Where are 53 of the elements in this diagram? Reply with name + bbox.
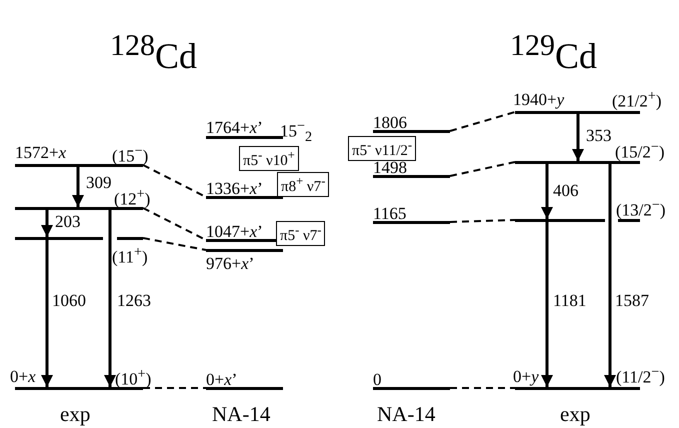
correspondence-line bbox=[143, 387, 206, 389]
transition-arrow bbox=[104, 210, 116, 387]
transition-energy: 1060 bbox=[52, 292, 86, 309]
column-label: exp bbox=[560, 404, 590, 425]
nucleus-heading: $^{128}$Cd bbox=[110, 28, 198, 74]
transition-arrow bbox=[41, 240, 53, 387]
level-energy: 0 bbox=[373, 371, 382, 388]
configuration-box: π8$^{+}$ ν7$^{-}$ bbox=[277, 172, 330, 197]
transition-arrow bbox=[572, 114, 584, 161]
level-energy: 1572+x bbox=[15, 144, 66, 161]
correspondence-line bbox=[450, 111, 516, 132]
configuration-box: π5$^{-}$ ν7$^{-}$ bbox=[276, 221, 326, 246]
column-label: NA-14 bbox=[212, 404, 270, 425]
transition-energy: 309 bbox=[86, 174, 112, 191]
level-energy: 1165 bbox=[373, 205, 406, 222]
nucleus-heading: $^{129}$Cd bbox=[510, 28, 598, 74]
level-energy: 1498 bbox=[373, 159, 407, 176]
correspondence-line bbox=[450, 161, 516, 177]
transition-arrow bbox=[541, 222, 553, 387]
transition-energy: 353 bbox=[586, 127, 612, 144]
transition-arrow bbox=[604, 164, 616, 387]
column-label: NA-14 bbox=[377, 404, 436, 425]
transition-energy: 1587 bbox=[615, 292, 649, 309]
transition-energy: 1181 bbox=[553, 292, 586, 309]
level-energy: 1806 bbox=[373, 114, 407, 131]
level-energy: 976+x’ bbox=[206, 255, 254, 272]
spin-parity-label: (13/2$^{−}$) bbox=[616, 197, 666, 219]
transition-energy: 406 bbox=[553, 182, 578, 199]
spin-parity-label: (11$^{+}$) bbox=[112, 244, 148, 266]
spin-parity-label: (11/2$^{−}$) bbox=[616, 364, 665, 386]
transition-energy: 1263 bbox=[117, 292, 151, 309]
level-energy: 1764+x’ bbox=[206, 119, 263, 136]
level-energy: 1047+x’ bbox=[206, 223, 263, 240]
correspondence-line bbox=[450, 219, 516, 223]
transition-arrow bbox=[41, 210, 53, 237]
spin-parity-label: (21/2$^{+}$) bbox=[612, 88, 662, 110]
column-label: exp bbox=[60, 404, 90, 425]
level-energy: 1940+y bbox=[513, 91, 564, 108]
configuration-box: π5$^{-}$ ν10$^{+}$ bbox=[239, 146, 299, 171]
level-energy: 0+y bbox=[513, 368, 539, 385]
level-energy: 0+x bbox=[10, 368, 36, 385]
level-energy: 1336+x’ bbox=[206, 180, 263, 197]
spin-parity-label: (15$^{−}$) bbox=[112, 143, 148, 165]
spin-parity-label: (15/2$^{−}$) bbox=[615, 139, 665, 161]
transition-arrow bbox=[541, 164, 553, 219]
correspondence-line bbox=[142, 237, 206, 251]
transition-arrow bbox=[72, 167, 84, 207]
correspondence-line bbox=[450, 387, 515, 389]
spin-parity-label: (12$^{+}$) bbox=[114, 186, 150, 208]
spin-parity-label: (10$^{+}$) bbox=[115, 366, 152, 388]
level-energy: 0+x’ bbox=[206, 371, 238, 388]
transition-energy: 203 bbox=[55, 213, 80, 230]
configuration-box: π5$^{-}$ ν11/2$^{-}$ bbox=[348, 136, 416, 161]
